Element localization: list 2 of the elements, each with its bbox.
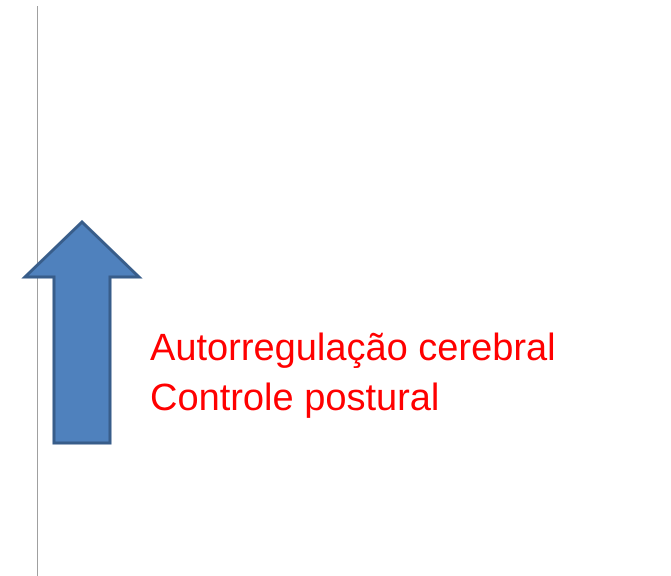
label-text: Controle postural bbox=[150, 376, 440, 420]
label-text: Autorregulação cerebral bbox=[150, 326, 556, 370]
